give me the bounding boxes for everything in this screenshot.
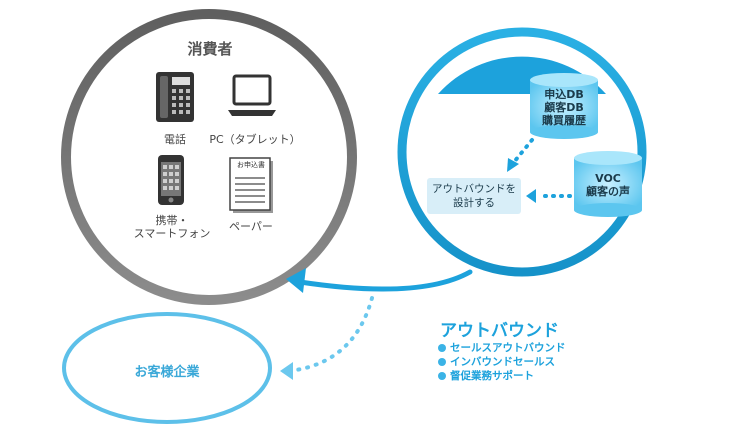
outbound-item-label: セールスアウトバウンド bbox=[450, 342, 566, 354]
bullet-icon bbox=[438, 357, 446, 366]
outbound-arrow bbox=[297, 269, 473, 292]
enterprise-dotted-arrowhead bbox=[280, 362, 293, 380]
outbound-item-dunning: 督促業務サポート bbox=[438, 368, 534, 383]
outbound-item-label: インバウンドセールス bbox=[450, 356, 555, 368]
voc-arrowhead bbox=[526, 189, 536, 203]
database-cylinder bbox=[530, 73, 598, 139]
voc-label: VOC 顧客の声 bbox=[574, 172, 642, 198]
phone-label: 電話 bbox=[164, 133, 186, 146]
laptop-icon bbox=[228, 74, 276, 116]
mobile-label: 携帯・ スマートフォン bbox=[132, 214, 212, 240]
bullet-icon bbox=[438, 343, 446, 352]
outbound-arrowhead bbox=[286, 268, 306, 293]
customer-title: お客様 bbox=[499, 40, 545, 58]
form-heading: お申込書 bbox=[237, 161, 265, 169]
db-label-line2: 顧客DB bbox=[544, 101, 584, 114]
voc-label-line1: VOC bbox=[595, 172, 621, 185]
enterprise-ellipse bbox=[62, 312, 272, 424]
design-box-line1: アウトバウンドを bbox=[432, 183, 516, 195]
outbound-item-label: 督促業務サポート bbox=[450, 370, 534, 382]
mobile-label-line2: スマートフォン bbox=[133, 227, 211, 240]
phone-icon bbox=[156, 72, 194, 122]
outbound-item-inbound: インバウンドセールス bbox=[438, 354, 555, 369]
bullet-icon bbox=[438, 371, 446, 380]
outbound-item-sales: セールスアウトバウンド bbox=[438, 340, 566, 355]
db-dotted-arrow bbox=[512, 138, 534, 164]
enterprise-label: お客様企業 bbox=[134, 364, 200, 380]
design-outbound-box: アウトバウンドを 設計する bbox=[427, 178, 521, 214]
smartphone-icon bbox=[158, 155, 184, 205]
db-label-line1: 申込DB bbox=[544, 88, 584, 101]
design-box-line2: 設計する bbox=[453, 197, 495, 209]
paper-form-icon bbox=[229, 157, 273, 213]
db-label-line3: 購買履歴 bbox=[542, 114, 586, 127]
enterprise-dotted-arrow bbox=[294, 296, 374, 372]
consumer-circle bbox=[61, 9, 357, 305]
consumer-title: 消費者 bbox=[187, 40, 233, 58]
voc-label-line2: 顧客の声 bbox=[586, 185, 630, 198]
outbound-title: アウトバウンド bbox=[440, 321, 559, 341]
db-label: 申込DB 顧客DB 購買履歴 bbox=[530, 88, 598, 127]
mobile-label-line1: 携帯・ bbox=[155, 214, 189, 227]
paper-label: ペーパー bbox=[229, 220, 273, 233]
voc-cylinder bbox=[574, 151, 642, 217]
db-arrowhead bbox=[507, 158, 519, 172]
pc-label: PC（タブレット） bbox=[209, 133, 301, 146]
